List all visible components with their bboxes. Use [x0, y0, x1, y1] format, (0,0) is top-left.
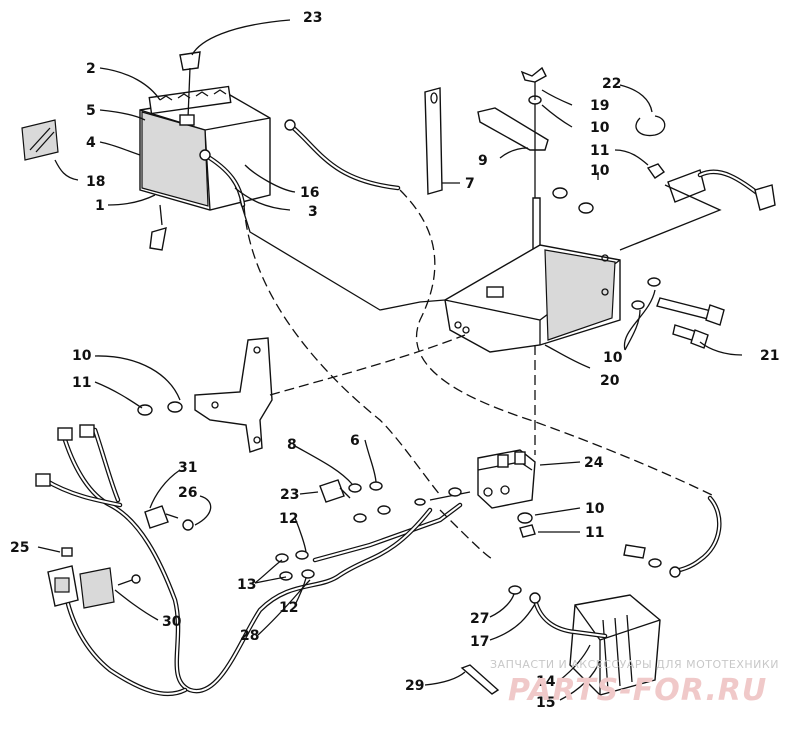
callout-1: 1: [95, 198, 105, 214]
starter-motor: [569, 594, 661, 696]
callout-21: 21: [760, 348, 779, 364]
clamp-ring: [635, 115, 666, 137]
small-hardware-upper: [552, 163, 666, 214]
callout-19: 19: [590, 98, 609, 114]
frame-outline-right: [619, 184, 722, 251]
watermark-tagline: ЗАПЧАСТИ И АКСЕССУАРЫ ДЛЯ МОТОТЕХНИКИ: [490, 658, 779, 671]
callout-10-c: 10: [603, 350, 623, 366]
watermark-logo-text: PARTS-FOR.RU: [508, 673, 767, 708]
callout-11-a: 11: [590, 143, 609, 159]
callout-3: 3: [308, 204, 318, 220]
relay-mounting-bracket: [194, 337, 273, 453]
callout-10-a: 10: [590, 120, 610, 136]
battery-decal: [21, 119, 59, 161]
callout-29: 29: [405, 678, 424, 694]
callout-11-c: 11: [585, 525, 604, 541]
routing-line-4: [269, 334, 466, 396]
callout-23-b: 23: [280, 487, 299, 503]
callout-23: 23: [303, 10, 322, 26]
callout-11-b: 11: [72, 375, 91, 391]
callout-labels: 23 2 5 4 18 1 16 3 7 9 19 10 22 11 10 21…: [10, 10, 779, 711]
callout-31: 31: [178, 460, 197, 476]
watermark: ЗАПЧАСТИ И АКСЕССУАРЫ ДЛЯ МОТОТЕХНИКИ PA…: [490, 658, 779, 708]
callout-10-e: 10: [585, 501, 605, 517]
wiring-harness: [35, 424, 433, 697]
fuse-holder: [47, 565, 141, 609]
callout-16: 16: [300, 185, 319, 201]
starter-solenoid: [477, 449, 536, 538]
callout-22: 22: [602, 76, 621, 92]
fuse: [61, 547, 73, 557]
regulator-connector: [667, 169, 776, 211]
leader-lines: [37, 19, 743, 701]
callout-9: 9: [478, 153, 488, 169]
battery-cable-negative: [199, 149, 246, 208]
callout-7: 7: [465, 176, 475, 192]
starter-cable: [508, 585, 608, 639]
callout-10-b: 10: [590, 163, 610, 179]
callout-8: 8: [287, 437, 297, 453]
sensor-switch: [144, 505, 194, 531]
battery-strap: [424, 87, 443, 195]
wing-nut: [520, 66, 547, 105]
relay-hardware: [414, 487, 471, 506]
positive-cable-right: [623, 495, 722, 578]
battery-tray: [444, 244, 621, 353]
bracket-nut-washer: [137, 401, 183, 416]
callout-25: 25: [10, 540, 29, 556]
callout-5: 5: [86, 103, 96, 119]
routing-line-5: [439, 509, 496, 561]
routing-line-2: [399, 189, 713, 496]
callout-12-b: 12: [279, 600, 298, 616]
ground-cable: [312, 502, 463, 563]
battery-cable-positive: [284, 119, 401, 191]
callout-12-a: 12: [279, 511, 298, 527]
routing-line-1: [243, 204, 441, 496]
callout-13: 13: [237, 577, 256, 593]
terminal-boot-small: [319, 479, 351, 503]
cable-tie: [460, 664, 500, 695]
callout-14: 14: [536, 674, 556, 690]
callout-10-d: 10: [72, 348, 92, 364]
hold-down-bracket: [477, 107, 549, 151]
callout-6: 6: [350, 433, 360, 449]
callout-17: 17: [470, 634, 489, 650]
callout-26: 26: [178, 485, 197, 501]
callout-24: 24: [584, 455, 604, 471]
mounting-bolts: [631, 277, 725, 349]
battery: [139, 85, 271, 211]
terminal-nuts-lower: [275, 550, 315, 581]
nuts-washers-mid: [348, 481, 391, 523]
callout-27: 27: [470, 611, 489, 627]
callout-28: 28: [240, 628, 259, 644]
battery-vent-tube: [149, 204, 167, 251]
callout-4: 4: [86, 135, 96, 151]
callout-15: 15: [536, 695, 555, 711]
callout-30: 30: [162, 614, 182, 630]
callout-20: 20: [600, 373, 620, 389]
callout-18: 18: [86, 174, 105, 190]
callout-2: 2: [86, 61, 96, 77]
